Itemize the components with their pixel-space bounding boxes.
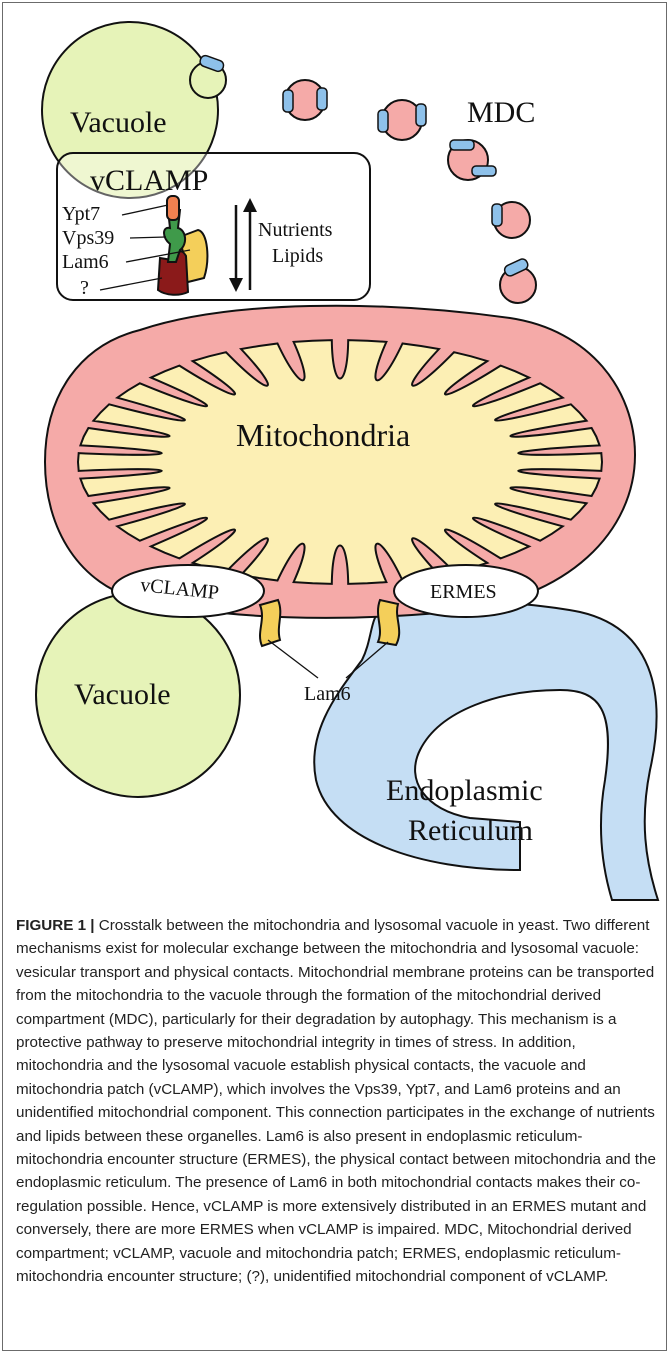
er-shape [314,601,658,900]
caption-text: Crosstalk between the mitochondria and l… [16,917,656,1285]
ypt7-protein [167,196,179,220]
figure-caption: FIGURE 1 | Crosstalk between the mitocho… [16,914,658,1289]
er-label-line1: Endoplasmic [386,774,543,807]
mdc-label: MDC [467,96,535,129]
mdc-vesicle [492,202,530,238]
ypt7-label: Ypt7 [62,203,100,225]
mitochondria-label: Mitochondria [236,417,410,453]
mdc-vesicle [283,80,327,120]
vacuole-bottom-label: Vacuole [74,678,171,711]
caption-label: FIGURE 1 | [16,917,95,934]
er-label-line2: Reticulum [408,814,533,847]
lam6-line-left [268,640,318,678]
lam6-ermes [378,600,399,645]
lipids-label: Lipids [272,245,323,267]
vps39-label: Vps39 [62,227,114,249]
unknown-label: ? [80,277,89,299]
ermes-label: ERMES [430,581,497,603]
mdc-vesicle [448,140,496,180]
figure-diagram: Vacuole MDC vCLAMP Ypt7 Vps39 Lam6 ? Nut… [0,0,670,905]
vclamp-box-label: vCLAMP [90,164,208,197]
nutrients-label: Nutrients [258,219,333,241]
lam6-bottom-label: Lam6 [304,683,351,705]
lam6-vclamp [260,600,280,646]
lam6-label: Lam6 [62,251,109,273]
vacuole-top-label: Vacuole [70,106,167,139]
mdc-vesicle [378,100,426,140]
